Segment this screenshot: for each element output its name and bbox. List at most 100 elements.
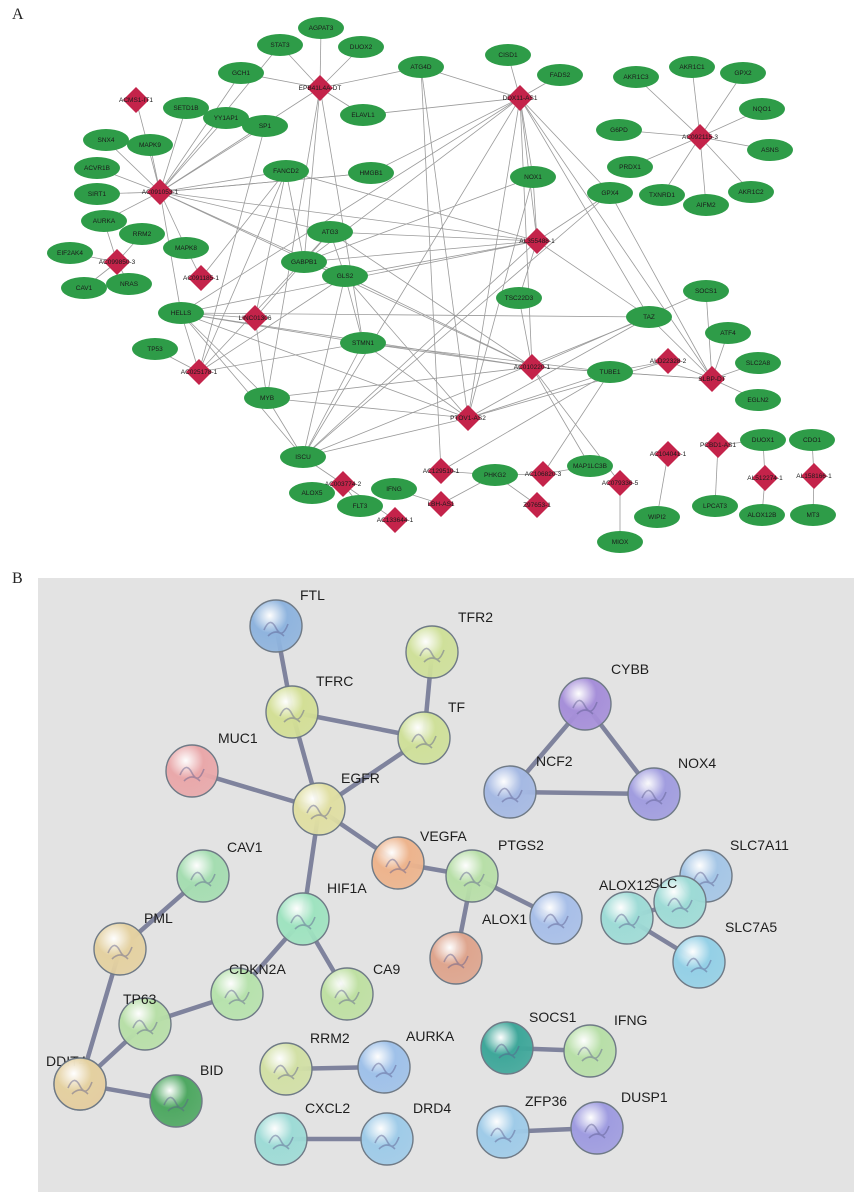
node-a-taz: TAZ — [626, 306, 672, 328]
node-a-label: ALD22328-2 — [650, 358, 687, 365]
edge-a-ac091053-1-gch1 — [159, 72, 242, 193]
node-a-ac092115-3: AC092115-3 — [682, 124, 718, 150]
edge-a-ptov1-as2-gls2 — [344, 275, 469, 419]
node-b-label: DUSP1 — [621, 1089, 668, 1105]
node-a-label: AL158166-1 — [796, 473, 832, 480]
node-b-egfr: EGFR — [292, 770, 380, 836]
node-a-label: PHKG2 — [484, 472, 506, 479]
node-b-slc7a5: SLC7A5 — [672, 919, 777, 989]
edge-a-al355488-1-fancd2 — [285, 170, 538, 242]
edge-a-ald22328-2-ptov1-as2 — [467, 360, 669, 419]
node-a-asns: ASNS — [747, 139, 793, 161]
node-a-pcbd1-as1: PCBD1-AS1 — [700, 432, 736, 458]
node-a-alox12b: ALOX12B — [739, 504, 785, 526]
node-a-label: AKR1C3 — [623, 74, 649, 81]
node-a-cdo1: CDO1 — [789, 429, 835, 451]
node-b-label: BID — [200, 1062, 223, 1078]
edge-a-ddx11-as1-ac010220-1 — [519, 97, 533, 368]
node-a-mt3: MT3 — [790, 504, 836, 526]
node-a-gpx2: GPX2 — [720, 62, 766, 84]
node-a-label: STMN1 — [352, 340, 374, 347]
node-b-hif1a: HIF1A — [276, 880, 367, 946]
edge-a-ptov1-as2-iscu — [302, 417, 469, 458]
node-a-label: AC091185-1 — [183, 275, 219, 282]
node-a-sp1: SP1 — [242, 115, 288, 137]
node-b-cybb: CYBB — [558, 661, 649, 731]
node-a-label: ACVR1B — [84, 165, 110, 172]
node-a-label: YY1AP1 — [214, 115, 239, 122]
edge-a-ac092115-3-akr1c3 — [635, 76, 701, 138]
node-b-label: DRD4 — [413, 1100, 451, 1116]
node-a-label: DUOX1 — [752, 437, 775, 444]
node-a-label: TUBE1 — [600, 369, 621, 376]
node-a-mapk9: MAPK9 — [127, 134, 173, 156]
node-a-label: ASNS — [761, 147, 779, 154]
node-b-label: PTGS2 — [498, 837, 544, 853]
node-a-z97653-1: Z97653-1 — [523, 492, 551, 518]
node-a-label: EIF2AK4 — [57, 250, 83, 257]
node-a-al355488-1: AL355488-1 — [519, 228, 555, 254]
node-a-myb: MYB — [244, 387, 290, 409]
node-b-label: IFNG — [614, 1012, 647, 1028]
edge-a-ac091053-1-al355488-1 — [159, 191, 538, 242]
edge-a-linc01306-atg3 — [254, 231, 331, 319]
node-b-label: SOCS1 — [529, 1009, 577, 1025]
node-a-label: GPX4 — [601, 190, 619, 197]
node-b-cxcl2: CXCL2 — [254, 1100, 350, 1166]
node-a-label: AC010220-1 — [514, 364, 551, 371]
node-b-label: ALOX1 — [482, 911, 527, 927]
node-a-duox2: DUOX2 — [338, 36, 384, 58]
edge-a-hmgb1-ac091053-1 — [159, 172, 372, 193]
node-b-label: RRM2 — [310, 1030, 350, 1046]
node-a-ac091185-1: AC091185-1 — [183, 265, 219, 291]
node-a-label: NRAS — [120, 281, 139, 288]
node-b-label: CDKN2A — [229, 961, 286, 977]
node-b-socs1: SOCS1 — [480, 1009, 577, 1075]
edge-a-ddx11-as1-nox1 — [519, 97, 534, 178]
node-a-label: AC104041-1 — [650, 451, 687, 458]
node-a-label: STAT3 — [270, 42, 290, 49]
node-a-fancd2: FANCD2 — [263, 160, 309, 182]
node-a-tsc22d3: TSC22D3 — [496, 287, 542, 309]
edge-a-linc01306-fancd2 — [254, 170, 287, 319]
node-a-label: PTOV1-AS2 — [450, 415, 486, 422]
node-b-aurka: AURKA — [357, 1028, 455, 1094]
edge-a-stmn1-tube1 — [362, 342, 611, 373]
edge-a-ac091053-1-atg3 — [159, 191, 331, 233]
node-a-label: AC106820-3 — [525, 471, 562, 478]
node-b-pml: PML — [93, 910, 173, 976]
node-b-drd4: DRD4 — [360, 1100, 451, 1166]
node-b-vegfa: VEGFA — [371, 828, 467, 890]
node-a-gabpb1: GABPB1 — [281, 251, 327, 273]
node-a-gpx4: GPX4 — [587, 182, 633, 204]
edge-a-ddx11-as1-taz — [519, 97, 650, 318]
edge-a-nox1-gabpb1 — [303, 176, 534, 263]
node-a-yy1ap1: YY1AP1 — [203, 107, 249, 129]
node-a-label: SLBP-DT — [698, 376, 725, 383]
node-a-al512274-1: AL512274-1 — [747, 465, 783, 491]
edge-a-ac106820-3-tube1 — [542, 371, 611, 475]
node-b-tf: TF — [397, 699, 465, 765]
node-a-miox: MIOX — [597, 531, 643, 553]
node-a-ac104041-1: AC104041-1 — [650, 441, 687, 467]
node-b-ptgs2: PTGS2 — [445, 837, 544, 903]
node-b-alox12: ALOX12 — [599, 877, 654, 945]
node-a-akr1c1: AKR1C1 — [669, 56, 715, 78]
node-b-muc1: MUC1 — [165, 730, 258, 798]
node-a-stat3: STAT3 — [257, 34, 303, 56]
edge-a-al355488-1-iscu — [302, 240, 538, 458]
node-a-label: AC079336-5 — [602, 480, 639, 487]
node-a-acvr1b: ACVR1B — [74, 157, 120, 179]
node-a-ac106820-3: AC106820-3 — [525, 461, 562, 487]
node-a-label: ALOX5 — [302, 490, 323, 497]
node-a-label: CAV1 — [76, 285, 93, 292]
node-a-label: AKR1C1 — [679, 64, 705, 71]
node-a-label: FADS2 — [550, 72, 571, 79]
node-a-lbh-as1: LBH-AS1 — [427, 491, 455, 517]
edge-a-ac091185-1-fancd2 — [200, 170, 287, 279]
node-a-lpcat3: LPCAT3 — [692, 495, 738, 517]
node-a-label: ATG4D — [410, 64, 431, 71]
edge-a-ac025178-1-stmn1 — [198, 342, 364, 373]
node-b-label: VEGFA — [420, 828, 467, 844]
node-a-label: ATF4 — [720, 330, 736, 337]
